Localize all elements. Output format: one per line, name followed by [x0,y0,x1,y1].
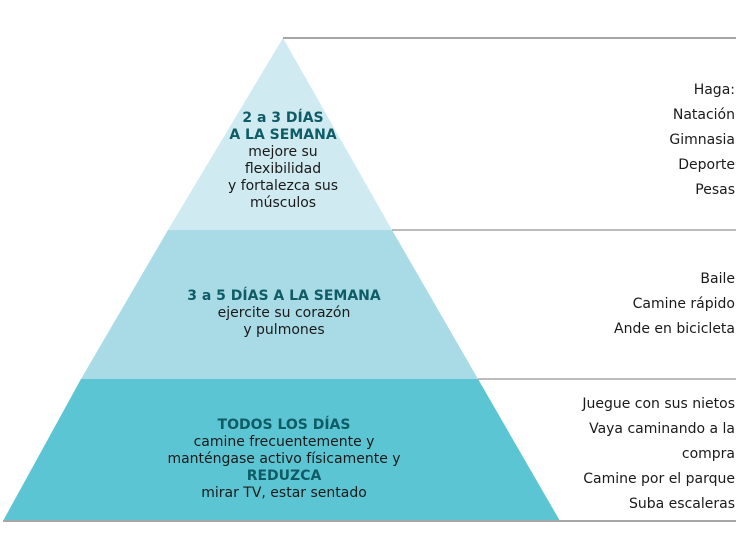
tier-bottom-highlight-line: REDUZCA [246,468,322,484]
tier-bottom-body-line: camine frecuentemente y [193,434,375,450]
activity-item: Camine rápido [632,296,735,312]
tier-bottom-body-line: manténgase activo físicamente y [167,451,401,467]
activity-item: Ande en bicicleta [614,321,735,337]
activity-item: Haga: [693,82,735,98]
tier-top-activities: Haga: Natación Gimnasia Deporte Pesas [669,78,735,203]
pyramid-tier-top [168,38,392,230]
tier-top-body-line: músculos [249,195,317,211]
tier-middle-body-line: ejercite su corazón [217,305,351,321]
pyramid-tier-middle [81,230,478,379]
activity-item: compra [681,446,735,462]
activity-item: Juegue con sus nietos [582,396,735,412]
tier-top-body-line: flexibilidad [244,161,322,177]
tier-top-heading-line: A LA SEMANA [229,127,337,143]
tier-middle-body-line: y pulmones [243,322,325,338]
tier-middle-activities: Baile Camine rápido Ande en bicicleta [614,267,735,342]
tier-bottom-heading-line: TODOS LOS DÍAS [217,417,351,433]
tier-bottom-label: TODOS LOS DÍAS camine frecuentemente y m… [139,417,429,502]
activity-item: Natación [672,107,735,123]
tier-bottom-tail-line: mirar TV, estar sentado [201,485,367,501]
activity-item: Vaya caminando a la [589,421,735,437]
activity-item: Suba escaleras [629,496,735,512]
tier-top-body-line: y fortalezca sus [227,178,339,194]
activity-item: Camine por el parque [583,471,735,487]
activity-item: Baile [700,271,735,287]
tier-top-label: 2 a 3 DÍAS A LA SEMANA mejore su flexibi… [183,110,383,212]
activity-item: Deporte [678,157,735,173]
activity-item: Pesas [695,182,735,198]
tier-middle-label: 3 a 5 DÍAS A LA SEMANA ejercite su coraz… [154,288,414,339]
pyramid-tier-bottom [3,379,560,521]
tier-middle-heading-line: 3 a 5 DÍAS A LA SEMANA [187,288,381,304]
tier-top-heading-line: 2 a 3 DÍAS [242,110,324,126]
tier-bottom-activities: Juegue con sus nietos Vaya caminando a l… [582,392,735,517]
activity-item: Gimnasia [669,132,735,148]
tier-top-body-line: mejore su [248,144,318,160]
